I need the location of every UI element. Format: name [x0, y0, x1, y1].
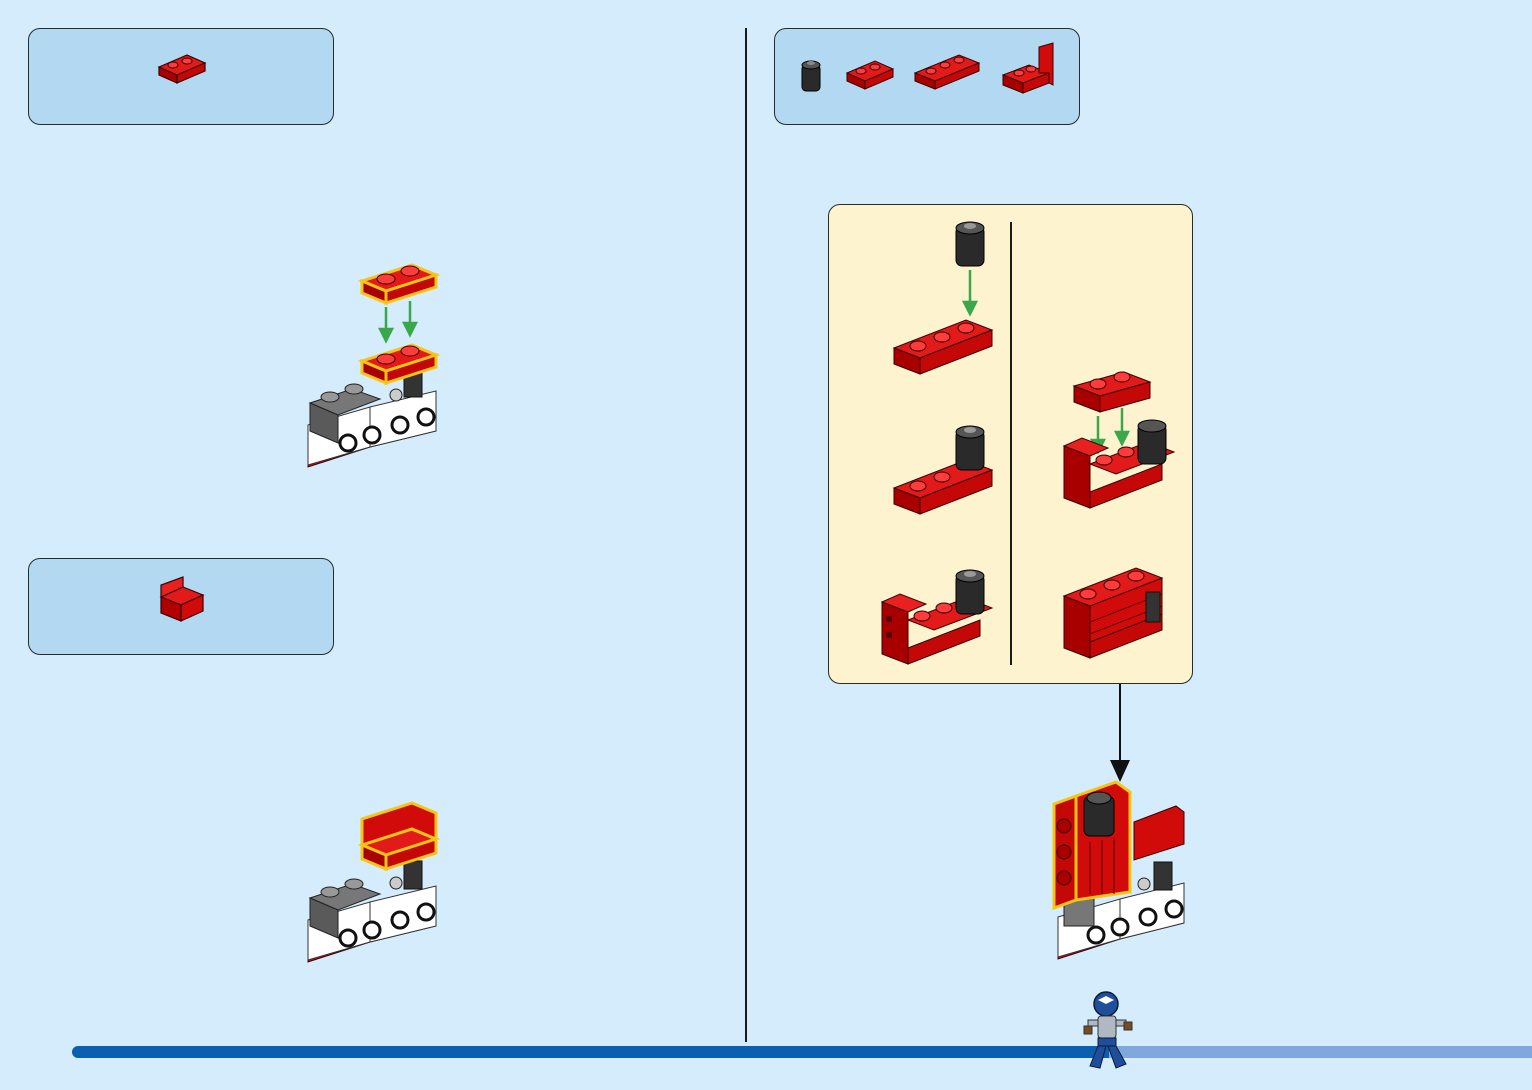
placed-sub-assembly: [1054, 782, 1130, 908]
placed-bracket: [362, 803, 436, 869]
progress-bar-remaining: [1109, 1046, 1532, 1058]
plate-1x2-red-icon: [845, 59, 895, 95]
sub-step-b: [890, 420, 1000, 520]
progress-bar-filled: [72, 1046, 1109, 1058]
sub-step-a: [890, 220, 1000, 380]
parts-callout-step-2: [28, 558, 334, 655]
bracket-1x2-up-red-icon: [999, 43, 1059, 97]
minifigure-icon: [1082, 990, 1132, 1072]
step-3-model: [1050, 782, 1190, 967]
step-1-model: [300, 255, 450, 475]
sub-assembly-divider: [1010, 222, 1012, 665]
parts-callout-step-3: [774, 28, 1080, 125]
sub-step-d: [1060, 372, 1180, 522]
bracket-1x2-red-icon: [157, 581, 207, 623]
parts-callout-step-1: [28, 28, 334, 125]
green-arrow-icon: [964, 270, 976, 314]
base-assembly: [308, 345, 436, 467]
round-brick-1x1-black-icon: [799, 59, 823, 95]
incoming-plate-1x2: [362, 265, 436, 303]
page-divider: [745, 28, 747, 1042]
plate-1x2-red-icon: [157, 53, 207, 89]
assembly-arrow-icon: [1108, 684, 1132, 784]
step-2-model: [300, 795, 450, 970]
base-assembly: [308, 861, 436, 962]
page-number: [0, 1078, 90, 1090]
sub-step-c: [878, 566, 998, 670]
green-arrows-icon: [380, 301, 416, 341]
plate-1x3-red-icon: [913, 53, 981, 95]
sub-step-e: [1060, 556, 1180, 668]
